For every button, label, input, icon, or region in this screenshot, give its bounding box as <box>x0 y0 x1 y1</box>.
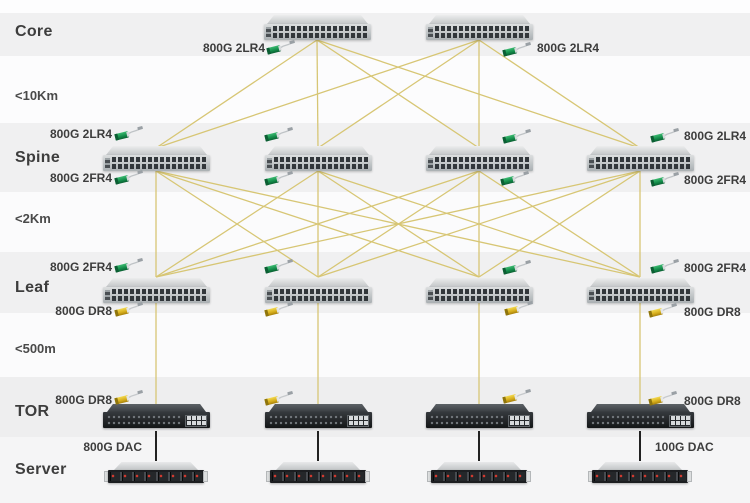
spine-switch-4 <box>587 146 694 171</box>
transceiver-dr8-icon <box>263 301 294 318</box>
layer-label-leaf: Leaf <box>15 279 50 296</box>
transceiver-2fr4-icon <box>113 257 144 274</box>
leaf-switch-3 <box>426 278 533 303</box>
transceiver-2lr4-icon <box>501 41 532 58</box>
transceiver-dr8-icon <box>501 388 532 405</box>
spine-switch-2 <box>265 146 372 171</box>
label-spine-left-up: 800G 2LR4 <box>49 127 112 141</box>
layer-label-server: Server <box>15 461 67 478</box>
layer-label-core: Core <box>15 23 53 40</box>
label-dac-left: 800G DAC <box>83 440 142 454</box>
transceiver-2fr4-icon <box>649 171 680 188</box>
distance-label-2km: <2Km <box>15 211 51 226</box>
label-tor-left: 800G DR8 <box>55 393 112 407</box>
server-4 <box>588 462 692 486</box>
layer-label-spine: Spine <box>15 149 61 166</box>
server-1 <box>104 462 208 486</box>
label-spine-left-down: 800G 2FR4 <box>49 171 112 185</box>
label-leaf-left-down: 800G DR8 <box>55 304 112 318</box>
core-switch-1 <box>264 15 371 40</box>
transceiver-2lr4-icon <box>113 125 144 142</box>
transceiver-dr8-icon <box>263 390 294 407</box>
label-leaf-left-up: 800G 2FR4 <box>49 260 112 274</box>
label-leaf-right-down: 800G DR8 <box>684 305 741 319</box>
transceiver-dr8-icon <box>647 390 678 407</box>
label-leaf-right-up: 800G 2FR4 <box>684 261 747 275</box>
label-spine-right-up: 800G 2LR4 <box>684 129 747 143</box>
transceiver-dr8-icon <box>113 301 144 318</box>
transceiver-2lr4-icon <box>263 126 294 143</box>
distance-label-500m: <500m <box>15 341 56 356</box>
transceiver-dr8-icon <box>647 302 678 319</box>
server-2 <box>266 462 370 486</box>
band-500m <box>0 313 750 377</box>
tor-switch-1 <box>103 404 210 430</box>
transceiver-2fr4-icon <box>113 169 144 186</box>
label-spine-right-down: 800G 2FR4 <box>684 173 747 187</box>
transceiver-2fr4-icon <box>649 258 680 275</box>
transceiver-2lr4-icon <box>649 127 680 144</box>
label-tor-right: 800G DR8 <box>684 394 741 408</box>
tor-switch-4 <box>587 404 694 430</box>
transceiver-2fr4-icon <box>263 170 294 187</box>
transceiver-dr8-icon <box>503 300 534 317</box>
spine-switch-1 <box>103 146 210 171</box>
leaf-switch-4 <box>587 278 694 303</box>
transceiver-2fr4-icon <box>501 259 532 276</box>
distance-label-10km: <10Km <box>15 88 58 103</box>
transceiver-2lr4-icon <box>501 128 532 145</box>
label-core-left: 800G 2LR4 <box>202 41 265 55</box>
tor-switch-3 <box>426 404 533 430</box>
leaf-switch-2 <box>265 278 372 303</box>
spine-switch-3 <box>426 146 533 171</box>
tor-switch-2 <box>265 404 372 430</box>
server-3 <box>427 462 531 486</box>
label-dac-right: 100G DAC <box>655 440 714 454</box>
band-core <box>0 13 750 56</box>
band-10km <box>0 56 750 123</box>
leaf-switch-1 <box>103 278 210 303</box>
transceiver-dr8-icon <box>113 389 144 406</box>
band-2km <box>0 192 750 252</box>
layer-label-tor: TOR <box>15 403 50 420</box>
label-core-right: 800G 2LR4 <box>537 41 600 55</box>
transceiver-2fr4-icon <box>263 258 294 275</box>
transceiver-2lr4-icon <box>265 39 296 56</box>
core-switch-2 <box>426 15 533 40</box>
transceiver-2fr4-icon <box>499 170 530 187</box>
